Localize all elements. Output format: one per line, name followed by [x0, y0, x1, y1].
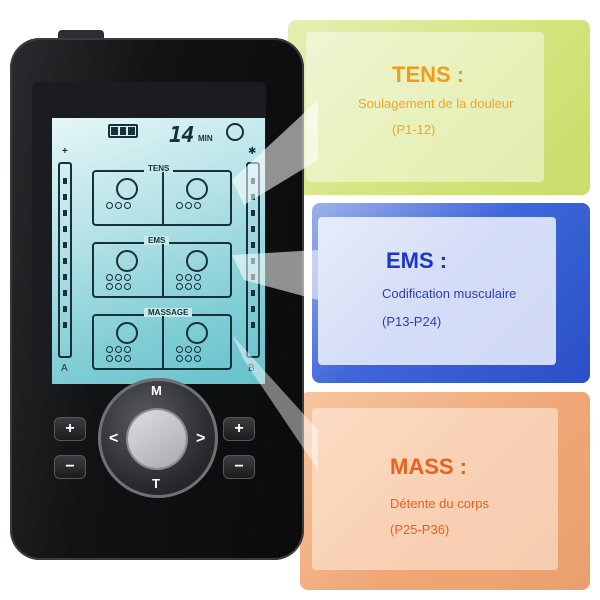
mass-program-range: (P25-P36): [390, 522, 450, 537]
ems-info-card: EMS : Codification musculaire (P13-P24): [312, 203, 590, 383]
timer-value: 14: [169, 123, 194, 148]
timer-unit: MIN: [198, 134, 213, 143]
tens-description: Soulagement de la douleur: [358, 96, 514, 111]
mass-card-panel: [312, 408, 558, 570]
lcd-screen: 14 MIN + ✱ A B TENS EMS MASSAGE: [52, 118, 265, 384]
ems-card-panel: [318, 217, 556, 365]
tens-info-card: TENS : Soulagement de la douleur (P1-12): [288, 20, 590, 195]
swimmer-icon: [116, 250, 138, 272]
mode-tens-label: TENS: [144, 164, 174, 173]
dial-center-button[interactable]: [128, 410, 186, 468]
channel-b-star-sign: ✱: [248, 146, 257, 157]
tens-program-range: (P1-12): [392, 122, 436, 137]
tens-title: TENS :: [392, 62, 465, 87]
dial-right-arrow[interactable]: >: [196, 430, 206, 447]
dial-left-arrow[interactable]: <: [109, 430, 119, 447]
ems-program-range: (P13-P24): [382, 314, 442, 329]
mass-info-card: MASS : Détente du corps (P25-P36): [300, 392, 590, 590]
clock-icon: [226, 123, 244, 141]
mode-massage-box: MASSAGE: [92, 308, 232, 370]
mass-description: Détente du corps: [390, 496, 490, 511]
tens-figure-icon: [116, 178, 138, 200]
channel-a-intensity-bar: [58, 162, 72, 358]
battery-icon: [108, 124, 138, 138]
mode-ems-box: EMS: [92, 236, 232, 298]
timer-button-label[interactable]: T: [152, 476, 160, 491]
mode-button-label[interactable]: M: [151, 383, 162, 398]
tens-card-background: [288, 20, 590, 195]
channel-a-label: A: [61, 363, 68, 374]
mode-ems-label: EMS: [144, 236, 170, 245]
channel-a-plus-button[interactable]: +: [54, 417, 86, 441]
channel-b-minus-button[interactable]: −: [223, 455, 255, 479]
ems-description: Codification musculaire: [382, 286, 517, 301]
tens-figure-icon: [186, 178, 208, 200]
channel-b-plus-button[interactable]: +: [223, 417, 255, 441]
channel-b-intensity-bar: [246, 162, 260, 358]
mode-massage-label: MASSAGE: [144, 308, 193, 317]
mass-title: MASS :: [390, 454, 467, 479]
massage-figure-icon: [186, 322, 208, 344]
runner-icon: [186, 250, 208, 272]
channel-a-plus-sign: +: [62, 146, 68, 157]
channel-b-label: B: [248, 363, 255, 374]
channel-a-minus-button[interactable]: −: [54, 455, 86, 479]
ems-title: EMS :: [386, 248, 448, 273]
massage-figure-icon: [116, 322, 138, 344]
mode-tens-box: TENS: [92, 164, 232, 226]
tens-card-panel: [306, 32, 544, 182]
